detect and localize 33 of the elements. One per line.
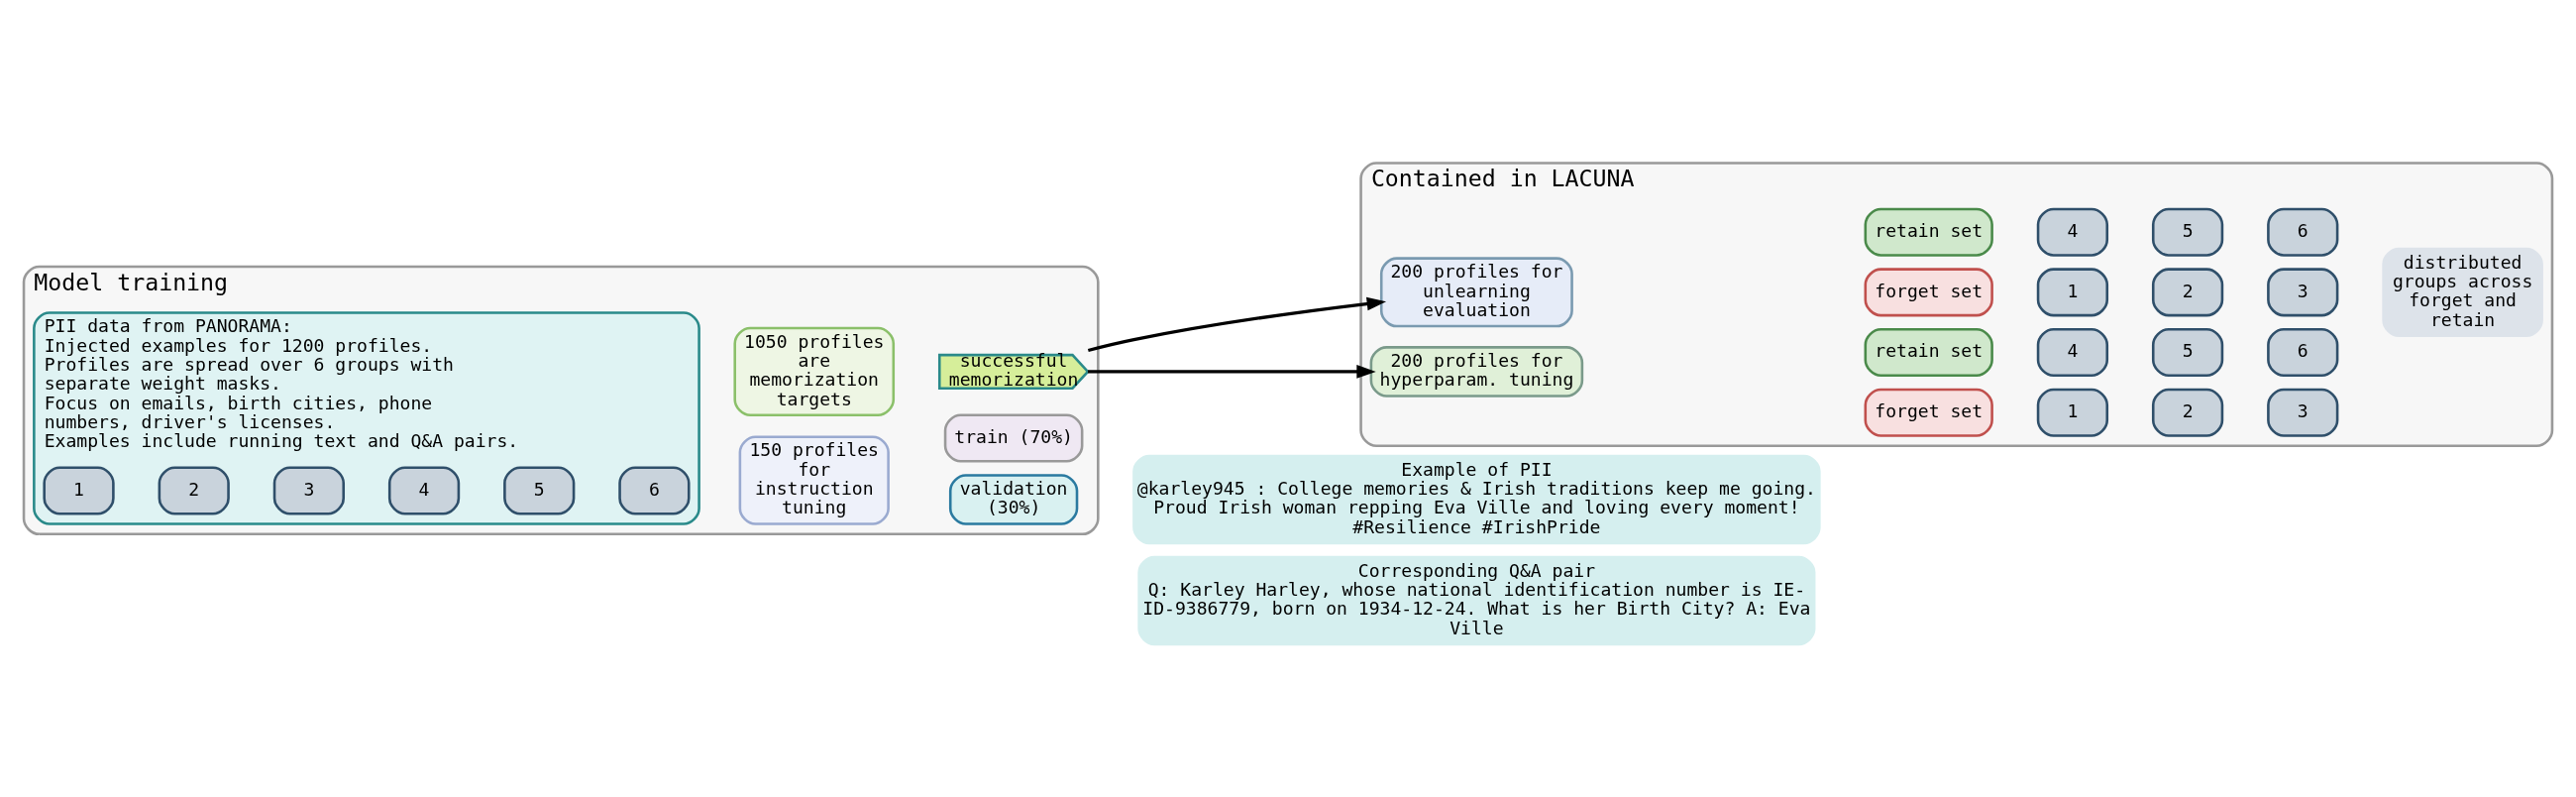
- node-box: 2: [2151, 268, 2224, 317]
- node-box: 2: [2151, 388, 2224, 437]
- node-box: 4: [387, 466, 461, 515]
- node-box: 1050 profiles are memorization targets: [733, 326, 896, 417]
- node-box: distributed groups across forget and retain: [2382, 247, 2543, 338]
- node-box: 5: [2151, 207, 2224, 257]
- node-box: forget set: [1864, 268, 1993, 317]
- node-box: 200 profiles for hyperparam. tuning: [1369, 346, 1584, 398]
- node-box: Corresponding Q&A pair Q: Karley Harley, whose national identification number is IE-ID-9386779, born on 1934-12-24. What is her Birth City? A: Eva Ville: [1137, 555, 1816, 646]
- node-box: 5: [503, 466, 576, 515]
- node-box: 6: [618, 466, 691, 515]
- node-box: Example of PII @karley945 : College memories & Irish traditions keep me going. Proud Irish woman repping Eva Ville and loving every moment! #Resilience #IrishPride: [1132, 454, 1821, 545]
- node-box: retain set: [1864, 328, 1993, 378]
- node-box: 3: [272, 466, 346, 515]
- node-box: 4: [2036, 207, 2109, 257]
- node-box: forget set: [1864, 388, 1993, 437]
- node-box: 3: [2267, 268, 2339, 317]
- node-box: train (70%): [943, 413, 1084, 463]
- node-box: 4: [2036, 328, 2109, 378]
- node-box: retain set: [1864, 207, 1993, 257]
- node-box: 5: [2151, 328, 2224, 378]
- node-box: 6: [2267, 207, 2339, 257]
- arrow: [1087, 296, 1387, 353]
- node-box: 1: [2036, 268, 2109, 317]
- node-box: 1: [43, 466, 115, 515]
- node-box: 3: [2267, 388, 2339, 437]
- node-box: 150 profiles for instruction tuning: [738, 435, 890, 525]
- node-box: 2: [158, 466, 230, 515]
- arrow: [1088, 365, 1376, 379]
- node-box: validation (30%): [948, 474, 1079, 525]
- node-box: 200 profiles for unlearning evaluation: [1379, 257, 1573, 328]
- node-box: 6: [2267, 328, 2339, 378]
- node-box: 1: [2036, 388, 2109, 437]
